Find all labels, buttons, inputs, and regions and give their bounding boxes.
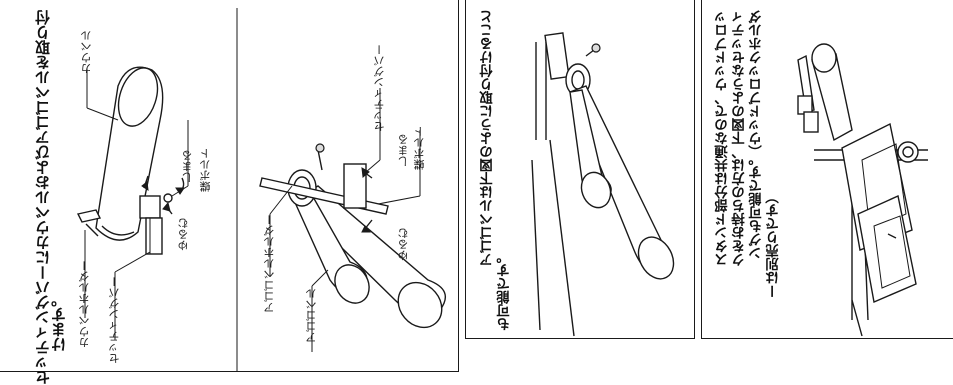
label-loosen-right: ゆるむ <box>397 228 410 261</box>
label-agogo-holder: アゴゴベルホルダー <box>263 214 276 313</box>
cowbell-illustration <box>76 66 189 340</box>
label-wing-bolt-right: 蝶ボルト <box>413 126 426 170</box>
label-setting-bar-left: セッティングバー <box>108 276 121 364</box>
panel1-heading-line2: けます。 <box>50 292 68 352</box>
agogo-illustration <box>259 88 447 352</box>
label-cowbell: カウベル <box>80 30 93 74</box>
panel-woodblock-setup: スタンド部分は共通なので、ウッドブロッ クをお持ちの方は、下図のようなセッティ … <box>701 0 953 339</box>
panel-agogo-alternate: アゴゴベルは下図のように取り付けること も可能です。 <box>465 0 695 339</box>
agogo-alternate-illustration <box>531 32 675 337</box>
label-tighten-right: しまる <box>397 134 410 167</box>
label-wing-bolt-left: 蝶ボルト <box>199 148 212 192</box>
label-loosen-left: ゆるむ <box>177 218 190 251</box>
panel-setting-bar-mounting: セッティングバーにカウベルおよびアゴゴベルを取り付 けます。 カウベル カウベル… <box>0 0 459 385</box>
mounting-illustrations <box>76 8 447 372</box>
woodblock-illustration <box>797 43 928 337</box>
label-cowbell-holder: カウベルホルダー <box>78 260 91 348</box>
label-agogo-bell: アゴゴベル <box>305 288 318 343</box>
label-tighten-left: しまる <box>181 150 194 183</box>
label-setting-bar-right: セッティングバー <box>373 44 386 132</box>
